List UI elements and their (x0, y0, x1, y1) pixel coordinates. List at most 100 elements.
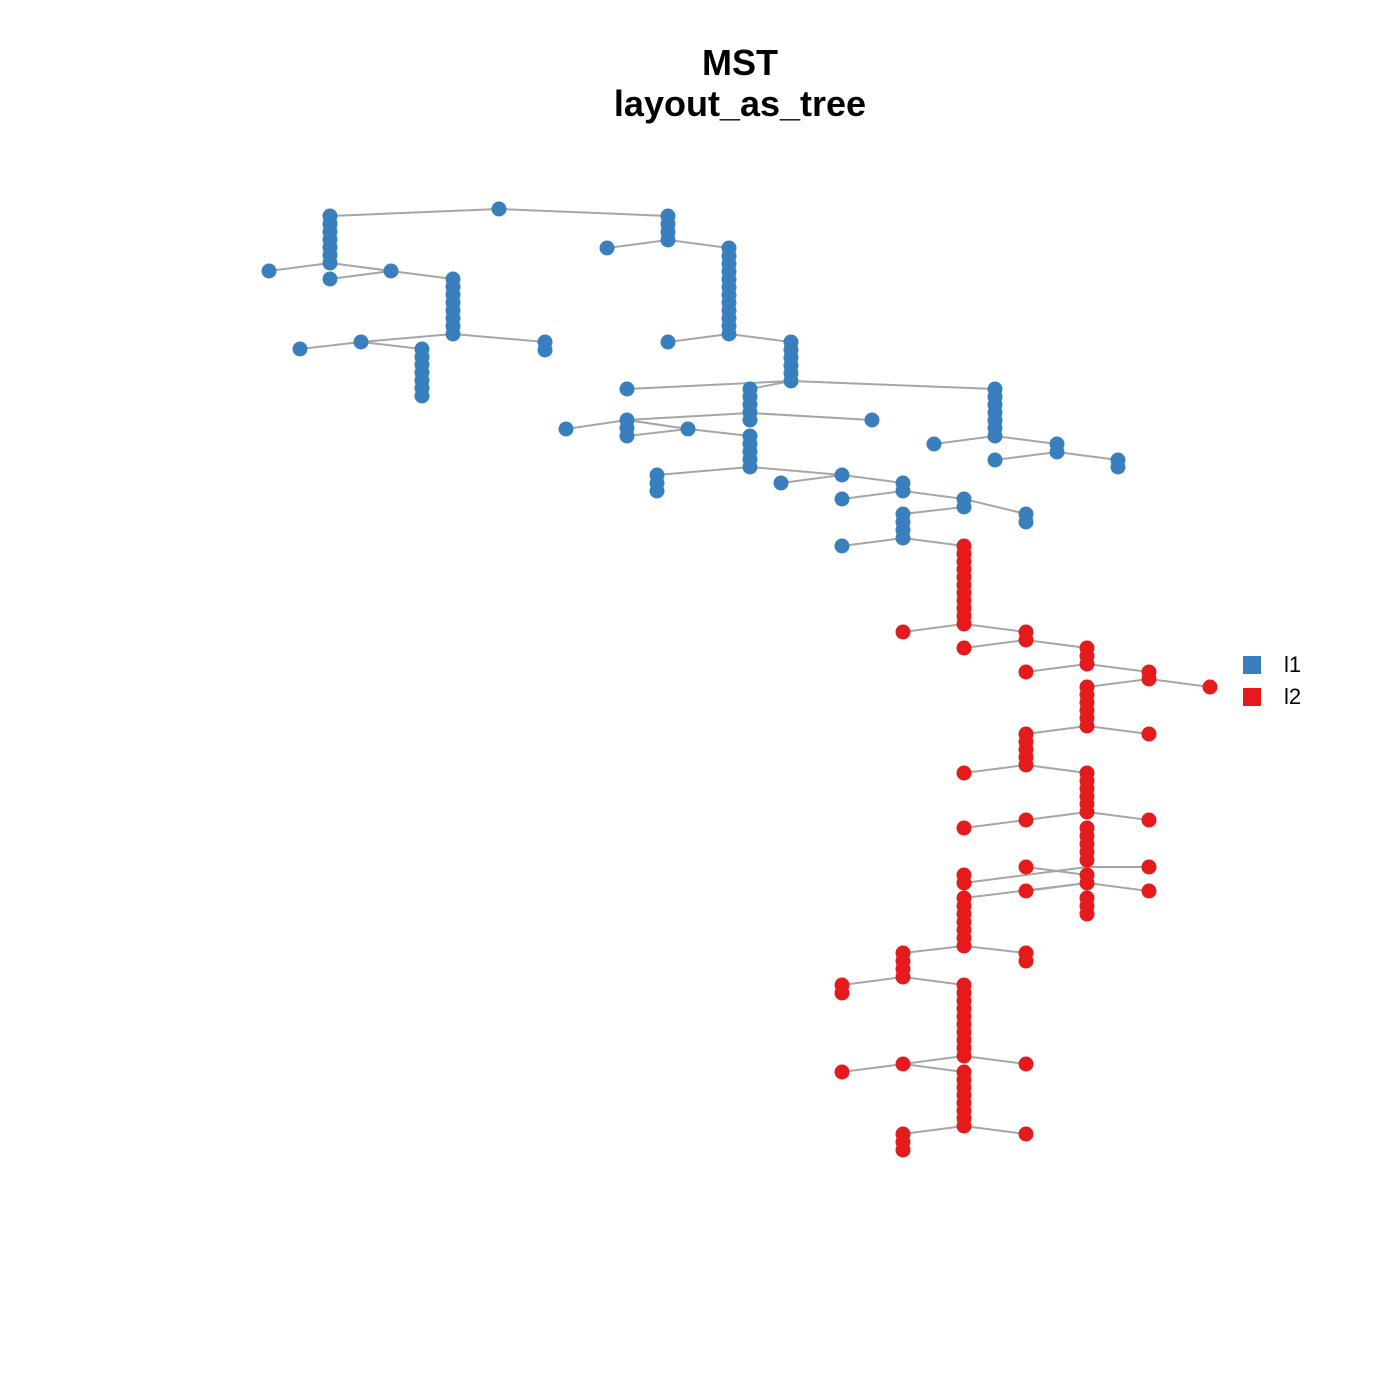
tree-edges (268, 208, 1211, 1135)
tree-node-l2 (1018, 1126, 1034, 1142)
tree-node-l2 (895, 1142, 911, 1158)
tree-edge (963, 945, 1027, 954)
tree-node-l2 (1079, 852, 1095, 868)
tree-node-l1 (895, 483, 911, 499)
tree-node-l1 (742, 459, 758, 475)
tree-edge (667, 239, 730, 249)
tree-node-l2 (1018, 883, 1034, 899)
tree-node-l1 (383, 263, 399, 279)
tree-edge (390, 270, 454, 280)
tree-node-l2 (1141, 859, 1157, 875)
tree-edge (902, 490, 965, 500)
tree-node-l2 (1141, 726, 1157, 742)
tree-node-l1 (987, 428, 1003, 444)
tree-edge (606, 239, 669, 249)
tree-edge (1086, 663, 1150, 673)
tree-edge (963, 866, 1088, 884)
tree-edge (299, 341, 362, 350)
tree-nodes (261, 201, 1218, 1158)
tree-node-l2 (1079, 656, 1095, 672)
tree-node-l1 (773, 475, 789, 491)
tree-edge (1025, 764, 1088, 774)
tree-edge (902, 976, 965, 986)
tree-edge (656, 466, 751, 476)
tree-node-l2 (1018, 859, 1034, 875)
tree-node-l1 (956, 499, 972, 515)
tree-edge (841, 537, 904, 547)
tree-edge (1025, 663, 1088, 673)
tree-edge (1148, 678, 1211, 688)
tree-node-l2 (1079, 906, 1095, 922)
tree-edge (360, 333, 454, 343)
tree-edge (1025, 866, 1088, 876)
tree-edge (963, 819, 1027, 829)
tree-node-l1 (742, 412, 758, 428)
tree-edge (963, 623, 1027, 633)
tree-edge (963, 639, 1027, 649)
title-line-2: layout_as_tree (614, 83, 866, 124)
tree-node-l1 (445, 326, 461, 342)
tree-edge (963, 764, 1027, 774)
tree-node-l1 (537, 342, 553, 358)
tree-node-l1 (864, 412, 880, 428)
tree-node-l2 (956, 1118, 972, 1134)
tree-edge (841, 490, 904, 500)
tree-edge (902, 1063, 965, 1073)
tree-edge (790, 380, 996, 390)
tree-node-l1 (834, 538, 850, 554)
tree-node-l1 (599, 240, 615, 256)
tree-node-l1 (649, 483, 665, 499)
tree-node-l1 (558, 421, 574, 437)
tree-node-l2 (956, 820, 972, 836)
tree-node-l1 (619, 381, 635, 397)
tree-node-l1 (783, 373, 799, 389)
tree-edge (329, 208, 500, 217)
tree-edge (902, 1055, 965, 1065)
legend-label-l2: l2 (1284, 684, 1301, 709)
tree-edge (1025, 882, 1088, 892)
tree-node-l2 (1079, 718, 1095, 734)
tree-node-l1 (1110, 459, 1126, 475)
tree-node-l1 (987, 452, 1003, 468)
tree-node-l1 (1018, 514, 1034, 530)
tree-edge (498, 208, 669, 217)
tree-node-l1 (414, 388, 430, 404)
tree-node-l1 (261, 263, 277, 279)
tree-node-l1 (660, 232, 676, 248)
tree-edge (963, 498, 1027, 515)
tree-edge (268, 262, 331, 272)
tree-edge (933, 435, 996, 445)
tree-node-l2 (956, 640, 972, 656)
tree-node-l1 (834, 467, 850, 483)
tree-edge (626, 419, 689, 430)
tree-edge (1086, 811, 1150, 821)
tree-edge (749, 466, 843, 476)
tree-node-l2 (1141, 812, 1157, 828)
tree-node-l1 (322, 255, 338, 271)
tree-node-l2 (895, 624, 911, 640)
tree-edge (963, 1125, 1027, 1135)
tree-edge (902, 1125, 965, 1135)
tree-edge (780, 474, 843, 484)
tree-node-l1 (619, 428, 635, 444)
tree-node-l1 (491, 201, 507, 217)
tree-edge (902, 537, 965, 547)
tree-node-l2 (956, 765, 972, 781)
tree-edge (1086, 678, 1150, 688)
tree-edge (329, 262, 392, 272)
tree-node-l2 (956, 1048, 972, 1064)
tree-node-l2 (1079, 875, 1095, 891)
tree-node-l2 (895, 969, 911, 985)
tree-node-l2 (1141, 671, 1157, 687)
tree-node-l1 (926, 436, 942, 452)
tree-node-l2 (1018, 953, 1034, 969)
tree-edge (565, 419, 628, 430)
tree-node-l1 (834, 491, 850, 507)
tree-node-l2 (1018, 632, 1034, 648)
tree-node-l1 (292, 341, 308, 357)
tree-node-l2 (834, 1064, 850, 1080)
tree-node-l1 (895, 530, 911, 546)
tree-edge (902, 945, 965, 954)
tree-edge (329, 270, 392, 280)
